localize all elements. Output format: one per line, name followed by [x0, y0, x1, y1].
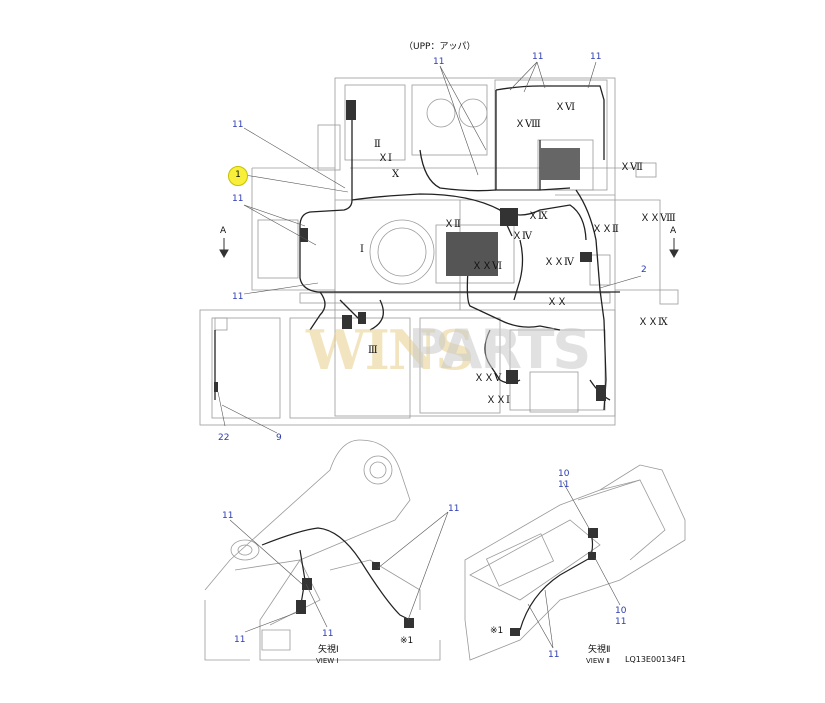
view-label-xxiv: ＸＸⅣ [544, 257, 574, 268]
part-number-label[interactable]: 11 [433, 57, 445, 67]
part-number-label[interactable]: 9 [276, 433, 282, 443]
view-label-iii: Ⅲ [368, 345, 378, 356]
watermark-parts: PARTS [408, 318, 591, 381]
part-number-label[interactable]: 11 [558, 480, 570, 490]
view-2-caption-en: VIEW Ⅱ [586, 657, 610, 665]
note-mark-view-1: ※1 [400, 636, 414, 646]
part-number-label[interactable]: 11 [448, 504, 460, 514]
diagram-header: （UPP：アッパ） [404, 42, 476, 52]
part-number-label[interactable]: 11 [232, 120, 244, 130]
part-number-label[interactable]: 11 [234, 635, 246, 645]
view-label-xxi: ＸＸⅠ [486, 395, 510, 406]
part-number-label[interactable]: 2 [641, 265, 647, 275]
view-2-caption-jp: 矢視Ⅱ [588, 645, 611, 655]
note-mark-view-2: ※1 [490, 626, 504, 636]
view-1-caption-en: VIEW Ⅰ [316, 657, 339, 665]
part-number-label[interactable]: 11 [532, 52, 544, 62]
part-number-label[interactable]: 11 [232, 292, 244, 302]
view-label-xii: ＸⅡ [444, 219, 461, 230]
part-number-label[interactable]: 11 [232, 194, 244, 204]
view-label-xx: ＸＸ [547, 297, 567, 308]
view-label-xviii: ＸⅧ [515, 119, 541, 130]
view-label-xxv: ＸＸⅤ [474, 373, 502, 384]
view-label-xxvi: ＸＸⅥ [472, 261, 503, 272]
part-number-label[interactable]: 22 [218, 433, 230, 443]
view-label-xvii: ＸⅦ [620, 162, 643, 173]
view-label-xix: ＸⅨ [528, 211, 548, 222]
view-label-xxii: ＸＸⅡ [592, 224, 619, 235]
part-number-label[interactable]: 11 [322, 629, 334, 639]
callout-badge-1[interactable]: 1 [228, 166, 248, 186]
view-marker-a-left: A [220, 226, 227, 236]
part-number-label[interactable]: 11 [615, 617, 627, 627]
view-label-xiv: ＸⅣ [512, 231, 532, 242]
view-marker-a-right: A [670, 226, 677, 236]
part-number-label[interactable]: 10 [558, 469, 570, 479]
part-number-label[interactable]: 11 [222, 511, 234, 521]
view-label-ii: Ⅱ [374, 139, 381, 150]
callout-badge-label: 1 [235, 170, 241, 180]
view-label-xxix: ＸＸⅨ [638, 317, 668, 328]
view-1-caption-jp: 矢視Ⅰ [318, 645, 339, 655]
view-label-x: Ⅹ [392, 169, 400, 180]
part-number-label[interactable]: 11 [590, 52, 602, 62]
view-label-xi: ＸⅠ [378, 153, 392, 164]
watermark-wins: WINS [306, 318, 474, 382]
drawing-code: LQ13E00134F1 [625, 655, 687, 664]
part-number-label[interactable]: 10 [615, 606, 627, 616]
view-label-xvi: ＸⅥ [555, 102, 576, 113]
view-label-i: Ⅰ [360, 244, 364, 255]
part-number-label[interactable]: 11 [548, 650, 560, 660]
view-label-xxviii: ＸＸⅧ [640, 213, 676, 224]
